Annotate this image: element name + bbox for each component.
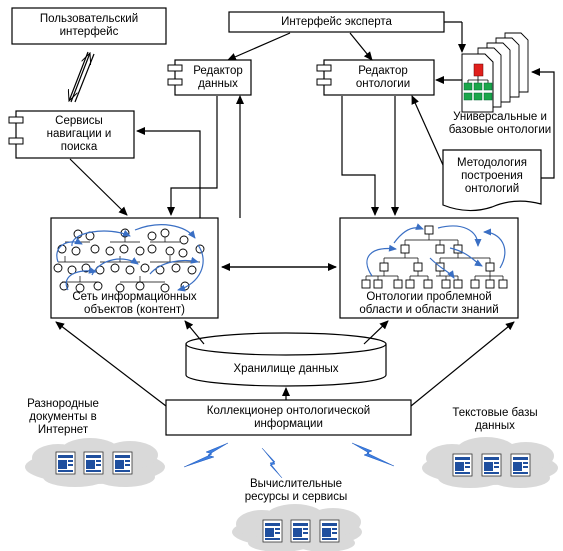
navigation-services-component [8, 110, 135, 159]
connectors [55, 21, 555, 407]
database-doc-icons [452, 453, 531, 477]
expert-interface-label: Интерфейс эксперта [281, 16, 392, 28]
data-storage-label: Хранилище данных [233, 363, 339, 375]
data-editor-component [167, 59, 252, 96]
lightning-bolts [183, 442, 395, 479]
data-storage-cylinder [185, 332, 387, 387]
ontology-editor-component [316, 59, 435, 96]
ontology-documents-icon [461, 32, 529, 113]
internet-doc-icons [55, 451, 133, 475]
computing-doc-icons [262, 519, 340, 543]
ontology-collector-box [165, 399, 412, 436]
ontology-blue-links [366, 223, 506, 279]
network-blue-links [56, 224, 204, 292]
methodology-document [442, 149, 542, 212]
user-interface-box [11, 7, 167, 45]
